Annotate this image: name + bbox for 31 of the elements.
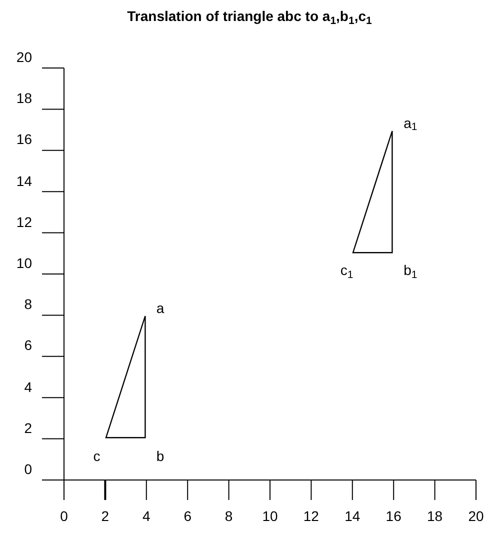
tick-label: 6: [23, 338, 32, 352]
vertex-label: b$_{1}$: [404, 263, 418, 278]
tick-label: 8: [23, 297, 32, 312]
tick-label: 0: [59, 509, 69, 523]
tick-label: 20: [467, 509, 485, 523]
vertex-label: c$_{1}$: [340, 263, 354, 278]
tick-label: 18: [15, 91, 32, 106]
vertex-label: c: [93, 448, 102, 463]
vertex-label: b: [156, 448, 166, 463]
tick-label: 20: [15, 50, 32, 64]
tick-label: 16: [15, 132, 32, 146]
vertex-label: a$_{1}$: [404, 116, 418, 130]
tick-label: 10: [15, 256, 32, 270]
chart-title: Translation of triangle abc to a$_{1}$,b$_{1}$,c$_{1}$: [126, 7, 373, 27]
tick-label: 12: [302, 509, 320, 523]
tick-label: 12: [15, 214, 32, 229]
triangle: [105, 315, 146, 439]
tick-label: 18: [426, 509, 444, 523]
tick-label: 16: [384, 509, 402, 523]
vertex-label: a: [156, 301, 166, 316]
triangle: [352, 130, 394, 254]
tick-label: 2: [100, 509, 110, 523]
tick-label: 10: [261, 509, 279, 523]
tick-label: 6: [182, 509, 192, 523]
tick-label: 0: [23, 462, 32, 476]
tick-label: 8: [224, 509, 234, 523]
tick-label: 14: [15, 174, 32, 188]
tick-label: 4: [23, 380, 32, 394]
tick-label: 4: [141, 509, 152, 523]
tick-label: 2: [23, 420, 32, 435]
tick-label: 14: [344, 509, 362, 523]
